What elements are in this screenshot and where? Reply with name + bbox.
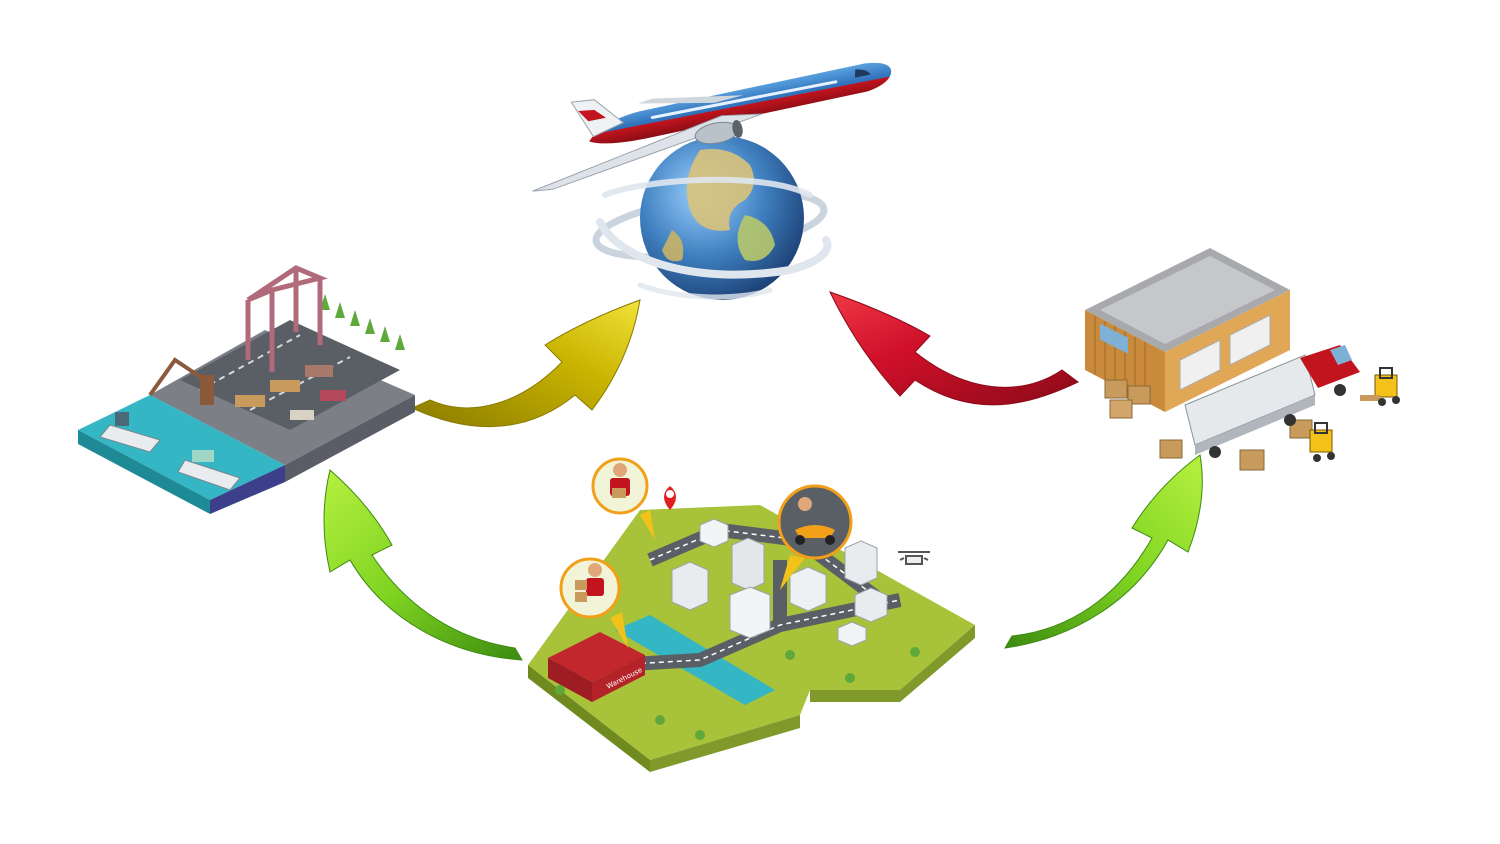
city-buildings <box>671 518 888 647</box>
arrow-port-to-air <box>410 299 641 428</box>
city-last-mile-delivery-icon: Warehouse <box>528 457 975 772</box>
airplane-over-globe-icon <box>532 62 892 300</box>
forklift <box>1360 367 1400 406</box>
airplane <box>532 62 892 192</box>
arrow-warehouse-to-air <box>829 291 1079 406</box>
cargo-boxes <box>1104 379 1313 471</box>
forklift <box>1309 422 1335 462</box>
drone-icon <box>898 551 930 565</box>
arrow-city-to-warehouse <box>1004 454 1203 649</box>
courier-bubble-icon <box>591 457 655 540</box>
location-pin-icon <box>664 486 676 510</box>
scooter-delivery-bubble-icon <box>777 484 853 590</box>
seaport-container-terminal-icon <box>78 265 415 514</box>
handtruck-courier-bubble-icon <box>559 557 628 648</box>
warehouse-with-trucks-icon <box>1085 248 1400 471</box>
arrow-city-to-port <box>323 469 523 661</box>
